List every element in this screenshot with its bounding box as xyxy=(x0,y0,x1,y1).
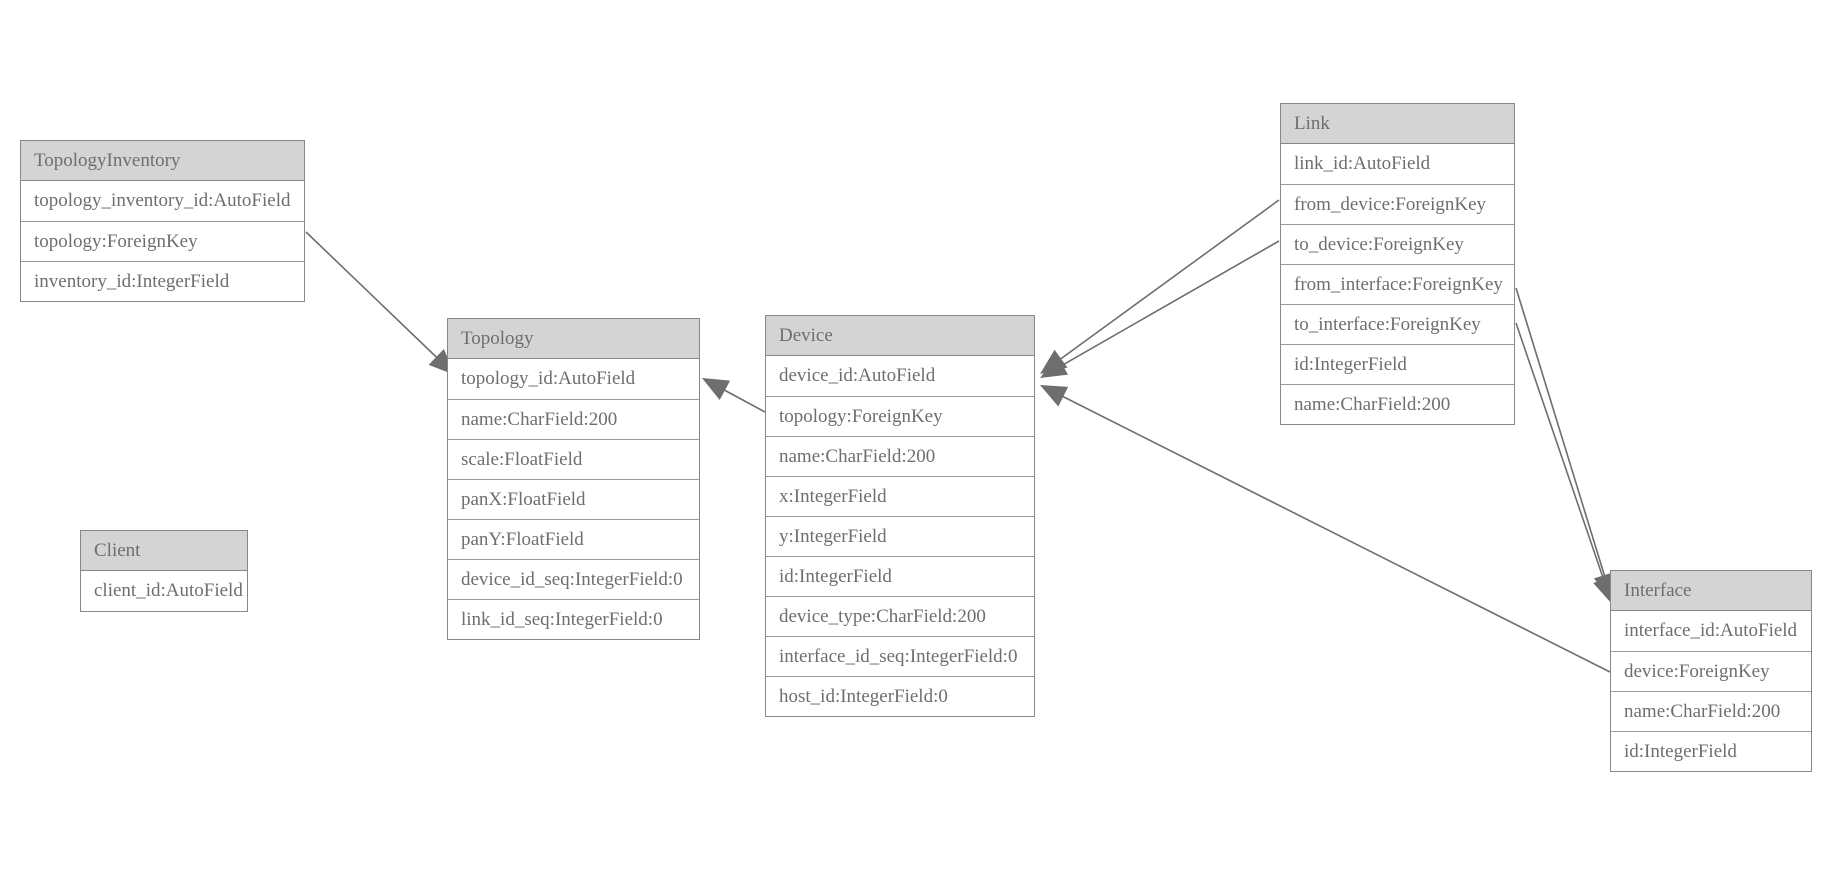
entity-field-row[interactable]: client_id:AutoField xyxy=(94,580,243,601)
entity-field-row[interactable]: link_id:AutoField xyxy=(1294,153,1431,174)
entity-title-client: Client xyxy=(81,531,247,571)
relationship-rel-device-topology: device.topology:ForeignKey -> topology xyxy=(702,378,766,413)
entity-field-row[interactable]: name:CharField:200 xyxy=(448,399,699,439)
relationship-arrowhead xyxy=(702,378,731,401)
relationship-arrowhead xyxy=(1040,385,1069,407)
relationship-rel-link-to_interface: link.to_interface:ForeignKey -> interfac… xyxy=(1515,322,1615,604)
entity-client[interactable]: Client client_id:AutoField xyxy=(80,530,248,612)
entity-field-row[interactable]: id:IntegerField xyxy=(1281,344,1514,384)
entity-fields-client: client_id:AutoField xyxy=(81,571,247,611)
entity-field-row[interactable]: topology:ForeignKey xyxy=(766,396,1034,436)
entity-field-row[interactable]: host_id:IntegerField:0 xyxy=(766,676,1034,716)
entity-field-row[interactable]: device:ForeignKey xyxy=(1611,651,1811,691)
entity-field-row[interactable]: scale:FloatField xyxy=(448,439,699,479)
entity-field-row[interactable]: id:IntegerField xyxy=(1611,731,1811,771)
entity-field-row[interactable]: panX:FloatField xyxy=(448,479,699,519)
entity-field-row[interactable]: y:IntegerField xyxy=(766,516,1034,556)
relationship-line xyxy=(1057,393,1611,673)
relationship-rel-link-from_interface: link.from_interface:ForeignKey -> interf… xyxy=(1515,287,1615,600)
relationship-line xyxy=(718,386,766,413)
entity-field-row[interactable]: to_device:ForeignKey xyxy=(1281,224,1514,264)
entity-field-row[interactable]: topology_id:AutoField xyxy=(461,368,636,389)
relationship-arrowhead xyxy=(1040,355,1069,378)
relationship-rel-topologyinventory-topology: topology_inventory.topology:ForeignKey -… xyxy=(305,231,455,375)
entity-field-row[interactable]: interface_id_seq:IntegerField:0 xyxy=(766,636,1034,676)
entity-field-row[interactable]: from_device:ForeignKey xyxy=(1281,184,1514,224)
entity-fields-topology_inventory: topology_inventory_id:AutoField topology:… xyxy=(21,181,304,301)
entity-link[interactable]: Link link_id:AutoField from_device:Foreign… xyxy=(1280,103,1515,425)
relationship-line xyxy=(1515,287,1608,582)
entity-field-row[interactable]: topology:ForeignKey xyxy=(21,221,304,261)
entity-field-row[interactable]: name:CharField:200 xyxy=(1281,384,1514,424)
entity-field-row[interactable]: panY:FloatField xyxy=(448,519,699,559)
entity-title-topology: Topology xyxy=(448,319,699,359)
entity-field-row[interactable]: interface_id:AutoField xyxy=(1624,620,1798,641)
entity-field-row[interactable]: device_id:AutoField xyxy=(779,365,936,386)
entity-field-row[interactable]: device_id_seq:IntegerField:0 xyxy=(448,559,699,599)
entity-field-row[interactable]: name:CharField:200 xyxy=(1611,691,1811,731)
entity-topology[interactable]: Topology topology_id:AutoField name:CharFi… xyxy=(447,318,700,640)
entity-interface[interactable]: Interface interface_id:AutoField device:Fo… xyxy=(1610,570,1812,772)
entity-device[interactable]: Device device_id:AutoField topology:Foreig… xyxy=(765,315,1035,717)
entity-field-row[interactable]: x:IntegerField xyxy=(766,476,1034,516)
relationship-line xyxy=(305,231,442,363)
relationship-arrowhead xyxy=(1040,349,1068,374)
relationship-rel-link-to_device: link.to_device:ForeignKey -> device xyxy=(1040,240,1280,378)
entity-title-interface: Interface xyxy=(1611,571,1811,611)
entity-field-row[interactable]: topology_inventory_id:AutoField xyxy=(34,190,291,211)
entity-title-link: Link xyxy=(1281,104,1514,144)
entity-field-row[interactable]: inventory_id:IntegerField xyxy=(21,261,304,301)
relationship-rel-link-from_device: link.from_device:ForeignKey -> device xyxy=(1040,199,1280,374)
relationship-line xyxy=(1056,240,1280,369)
relationship-line xyxy=(1055,199,1280,364)
entity-field-row[interactable]: to_interface:ForeignKey xyxy=(1281,304,1514,344)
entity-field-row[interactable]: name:CharField:200 xyxy=(766,436,1034,476)
entity-title-topology_inventory: TopologyInventory xyxy=(21,141,304,181)
relationship-rel-interface-device: interface.device:ForeignKey -> device xyxy=(1040,385,1611,673)
entity-field-row[interactable]: link_id_seq:IntegerField:0 xyxy=(448,599,699,639)
entity-field-row[interactable]: id:IntegerField xyxy=(766,556,1034,596)
entity-field-row[interactable]: device_type:CharField:200 xyxy=(766,596,1034,636)
entity-field-row[interactable]: from_interface:ForeignKey xyxy=(1281,264,1514,304)
relationship-line xyxy=(1515,322,1607,586)
entity-title-device: Device xyxy=(766,316,1034,356)
